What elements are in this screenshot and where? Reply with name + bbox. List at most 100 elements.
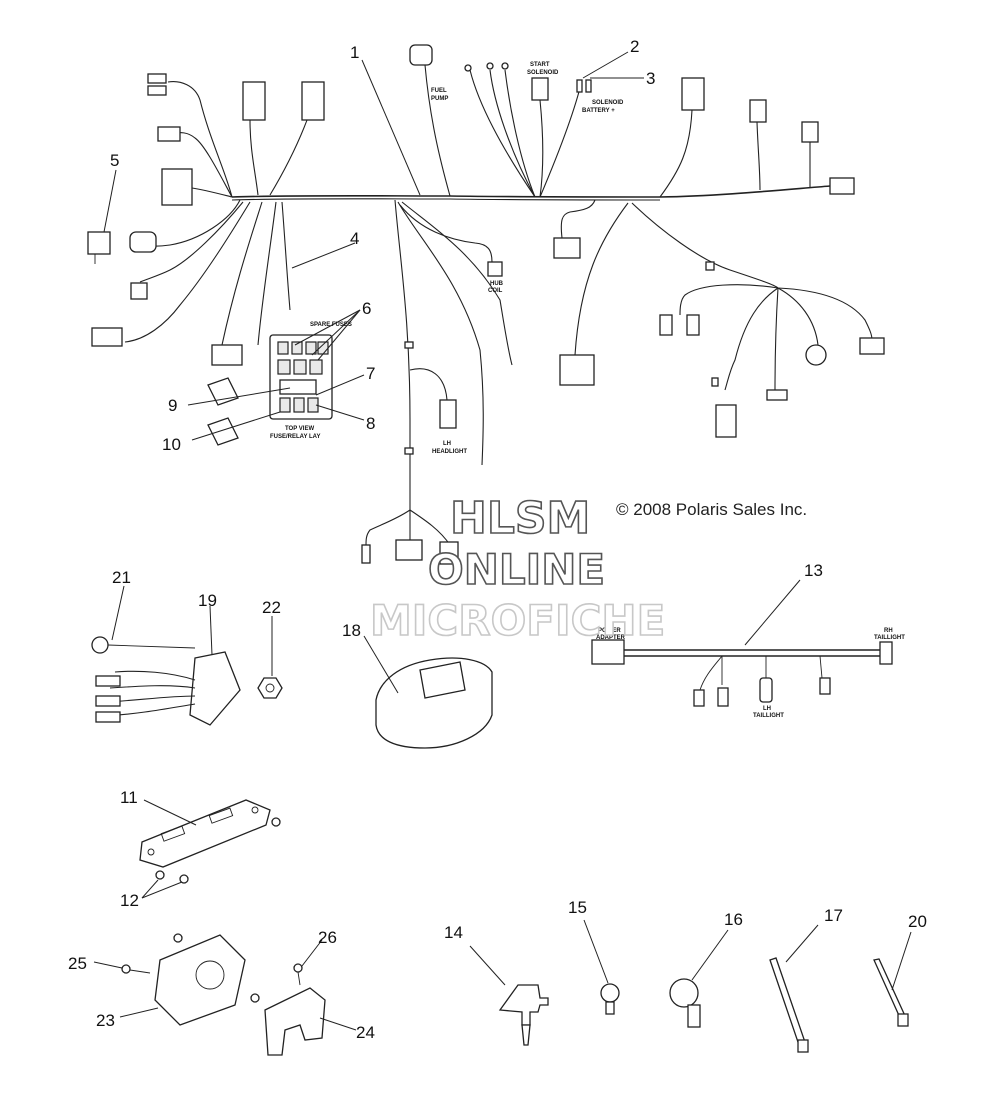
callout-23: 23	[96, 1011, 115, 1030]
callout-20: 20	[908, 912, 927, 931]
connector-mid	[553, 237, 581, 259]
item-24-mount	[264, 987, 326, 1056]
item-17-cable-tie	[769, 957, 809, 1053]
item-16-clamp	[669, 978, 701, 1028]
callout-19: 19	[198, 591, 217, 610]
label-battery: BATTERY +	[582, 108, 615, 114]
solenoid-terminal-a	[576, 79, 583, 93]
callout-8: 8	[366, 414, 375, 433]
callout-7: 7	[366, 364, 375, 383]
item-18-cover	[375, 657, 493, 749]
connector-right-a	[681, 77, 705, 111]
harness-text-labels: FUEL PUMP START SOLENOID SOLENOID BATTER…	[270, 62, 905, 719]
connector-small-a	[157, 126, 181, 142]
item-20-cable-tie	[873, 958, 909, 1027]
callout-1: 1	[350, 43, 359, 62]
connector-hub-coil	[487, 261, 503, 277]
label-solenoid-2: SOLENOID	[592, 100, 624, 106]
watermark: HLSM ONLINE MICROFICHE	[369, 492, 666, 646]
callout-13: 13	[804, 561, 823, 580]
label-hub: HUB	[490, 281, 504, 287]
clip-b	[404, 447, 414, 455]
callout-14: 14	[444, 923, 463, 942]
callout-25: 25	[68, 954, 87, 973]
callout-26: 26	[318, 928, 337, 947]
connector-lower-right	[559, 354, 595, 386]
connector-round-left	[129, 231, 157, 253]
connector-subassy	[211, 344, 243, 366]
connector-rear-a	[659, 314, 673, 336]
label-spare-fuses: SPARE FUSES	[310, 322, 352, 328]
connector-fuel-pump	[409, 44, 433, 66]
label-rh-taillight: TAILLIGHT	[874, 635, 905, 641]
callout-18: 18	[342, 621, 361, 640]
item-19-module	[95, 651, 241, 726]
connector-terminal-b	[147, 85, 167, 96]
connector-right-c	[801, 121, 819, 143]
connector-lh-headlight	[439, 399, 457, 429]
connector-bottom-c	[439, 541, 459, 565]
main-wiring-harness	[124, 64, 873, 546]
watermark-line-2: ONLINE	[428, 545, 605, 594]
item-5-connector	[87, 231, 111, 264]
label-coil: COIL	[488, 288, 503, 294]
item-12-screws	[155, 817, 281, 884]
callout-5: 5	[110, 151, 119, 170]
clip-a	[404, 341, 414, 349]
callout-10: 10	[162, 435, 181, 454]
label-headlight: HEADLIGHT	[432, 449, 467, 455]
watermark-line-1: HLSM	[450, 493, 590, 544]
connector-bottom-b	[395, 539, 423, 561]
label-fuel: FUEL	[431, 88, 447, 94]
clip-c	[705, 261, 715, 271]
item-23-ecu	[154, 934, 246, 1026]
item-14-clip	[498, 984, 549, 1046]
callout-12: 12	[120, 891, 139, 910]
connector-large-left	[161, 168, 193, 206]
connector-left-bottom	[91, 327, 123, 347]
harness-connectors	[91, 44, 885, 565]
leader-lines	[93, 51, 912, 1031]
label-lh-taillight: TAILLIGHT	[753, 713, 784, 719]
copyright-notice: © 2008 Polaris Sales Inc.	[616, 500, 807, 519]
ring-terminal-b	[486, 62, 494, 70]
connector-rear-b	[686, 314, 700, 336]
label-adapter: ADAPTER	[596, 635, 626, 641]
label-power: POWER	[598, 628, 621, 634]
connector-right-b	[749, 99, 767, 123]
connector-rear-e	[859, 337, 885, 355]
connector-rear-c	[715, 404, 737, 438]
item-21-screw	[91, 636, 196, 654]
callout-22: 22	[262, 598, 281, 617]
connector-rear-d	[766, 389, 788, 401]
callout-15: 15	[568, 898, 587, 917]
clip-d	[711, 377, 719, 387]
label-start: START	[530, 62, 550, 68]
callout-16: 16	[724, 910, 743, 929]
item-13-rear-harness	[591, 639, 893, 707]
callout-numbers: 1 2 3 4 5 6 7 8 9 10 11 12 13 14 15 16 1…	[68, 37, 927, 1042]
label-top-view: TOP VIEW	[285, 426, 314, 432]
callout-4: 4	[350, 229, 359, 248]
connector-rear-round	[805, 344, 827, 366]
callout-3: 3	[646, 69, 655, 88]
ring-terminal-c	[501, 62, 509, 70]
callout-6: 6	[362, 299, 371, 318]
fuse-relay-box	[269, 334, 333, 420]
item-25-screw	[121, 964, 151, 974]
connector-start-solenoid	[531, 77, 549, 101]
item-15-clamp	[600, 983, 620, 1015]
label-solenoid: SOLENOID	[527, 70, 559, 76]
item-26-screw	[173, 933, 303, 1003]
label-rh: RH	[884, 628, 893, 634]
solenoid-terminal-b	[585, 79, 592, 93]
connector-right-end	[829, 177, 855, 195]
connector-small-b	[130, 282, 148, 300]
ring-terminal-a	[464, 64, 472, 72]
connector-fuse-a	[242, 81, 266, 121]
connector-fuse-b	[301, 81, 325, 121]
callout-9: 9	[168, 396, 177, 415]
connector-bottom-a	[361, 544, 371, 564]
callout-11: 11	[120, 788, 138, 807]
